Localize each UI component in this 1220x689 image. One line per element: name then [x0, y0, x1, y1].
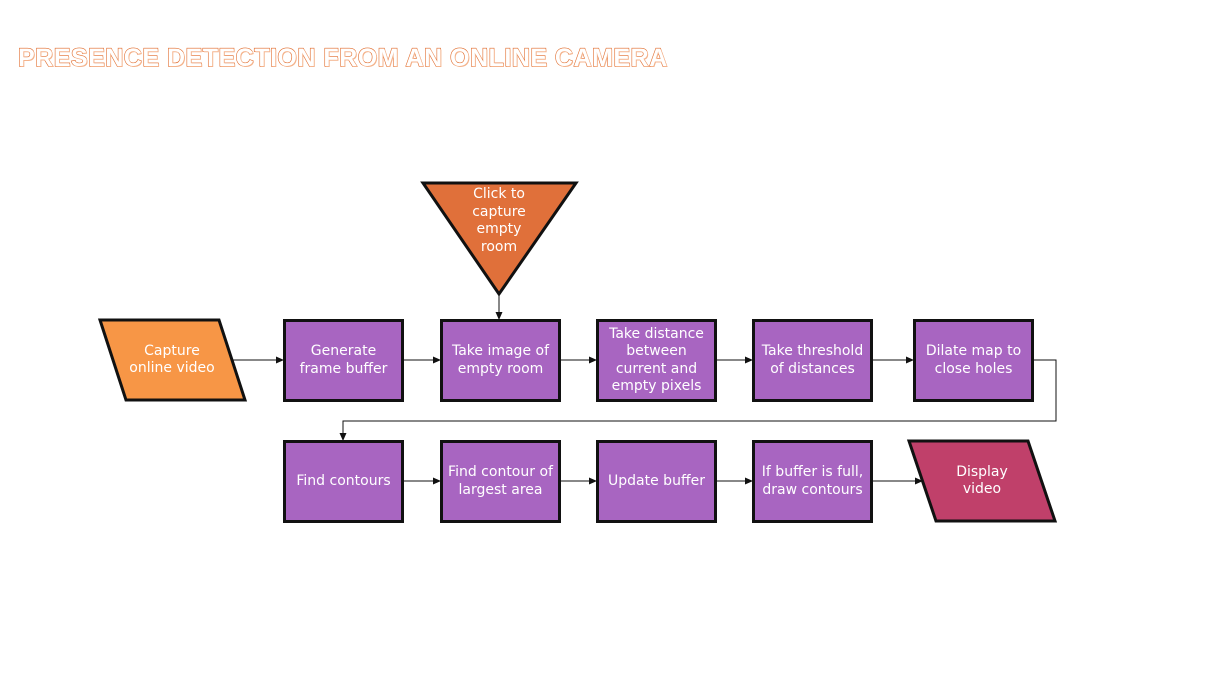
process-update-buffer: Update buffer: [596, 440, 717, 523]
click-capture-label: Click to capture empty room: [472, 186, 526, 255]
input-parallelogram-capture: [97, 318, 248, 402]
process-find-largest-contour: Find contour of largest area: [440, 440, 561, 523]
manual-input-triangle: [420, 181, 579, 297]
process-generate-frame-buffer: Generate frame buffer: [283, 319, 404, 402]
arrow-dilate-to-find-contours: [339, 359, 1057, 441]
display-video-label: Display video: [956, 463, 1008, 498]
capture-video-label: Capture online video: [129, 342, 215, 377]
output-parallelogram-display: [906, 439, 1058, 523]
process-dilate-map: Dilate map to close holes: [913, 319, 1034, 402]
process-take-threshold: Take threshold of distances: [752, 319, 873, 402]
page-title: PRESENCE DETECTION FROM AN ONLINE CAMERA: [17, 43, 668, 72]
process-take-image-empty-room: Take image of empty room: [440, 319, 561, 402]
process-if-buffer-full: If buffer is full, draw contours: [752, 440, 873, 523]
process-find-contours: Find contours: [283, 440, 404, 523]
process-take-distance: Take distance between current and empty …: [596, 319, 717, 402]
